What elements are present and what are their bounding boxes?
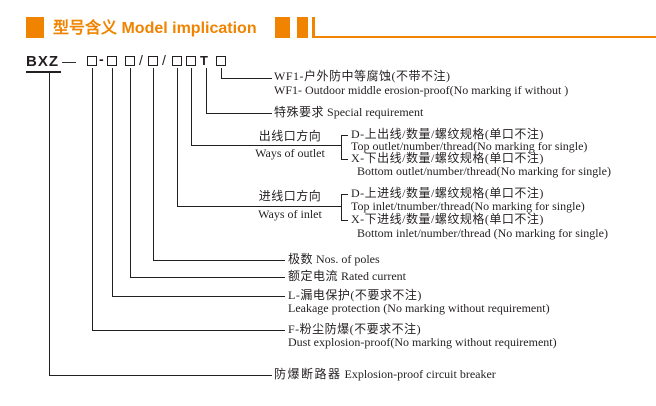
inlet-option-d-en: Top inlet/tnumber/thread(No marking for … xyxy=(351,199,585,213)
special-requirement-zh: 特殊要求 xyxy=(274,105,325,119)
leakage-label-zh: L-漏电保护(不要求不注) xyxy=(288,288,422,302)
model-slash-1: / xyxy=(139,52,143,68)
connector-wf1 xyxy=(221,68,272,79)
model-hyphen: - xyxy=(99,51,104,67)
page-title: 型号含义 Model implication xyxy=(53,14,257,38)
outlet-option-x-en: Bottom outlet/number/thread(No marking f… xyxy=(357,164,611,178)
header-accent-bar xyxy=(312,17,315,38)
model-slash-2: / xyxy=(162,52,166,68)
inlet-option-x-zh: X-下进线/数量/螺纹规格(单口不注) xyxy=(351,212,544,226)
inlet-label-zh: 进线口方向 xyxy=(258,189,322,203)
connector-special xyxy=(206,68,272,114)
rated-current-label: 额定电流 Rated current xyxy=(288,270,406,283)
wf1-label-zh: WF1-户外防中等腐蚀(不带不注) xyxy=(274,69,451,83)
outlet-label-en: Ways of outlet xyxy=(255,146,325,160)
header-accent-block-small xyxy=(297,17,308,38)
wf1-label-en: WF1- Outdoor middle erosion-proof(No mar… xyxy=(274,83,569,97)
inlet-option-x-en: Bottom inlet/number/thread (No marking f… xyxy=(357,226,608,240)
special-requirement-en: Special requirement xyxy=(327,105,424,119)
connector-outlet xyxy=(191,68,342,146)
connector-leakage xyxy=(112,68,285,297)
dust-label-en: Dust explosion-proof(No marking without … xyxy=(288,335,557,349)
rated-current-en: Rated current xyxy=(341,269,406,283)
breaker-zh: 防爆断路器 xyxy=(274,367,342,381)
model-t-marker: T xyxy=(200,53,208,68)
connector-dust xyxy=(92,68,285,331)
model-placeholder-box-4 xyxy=(148,56,158,66)
inlet-options-bracket xyxy=(341,194,348,221)
outlet-option-d-zh: D-上出线/数量/螺纹规格(单口不注) xyxy=(351,127,544,141)
outlet-options-bracket xyxy=(341,135,348,160)
model-placeholder-box-2 xyxy=(107,56,117,66)
model-placeholder-box-3 xyxy=(125,56,135,66)
leakage-label-en: Leakage protection (No marking without r… xyxy=(288,301,550,315)
dust-label-zh: F-粉尘防爆(不要求不注) xyxy=(288,322,422,336)
inlet-option-d-zh: D-上进线/数量/螺纹规格(单口不注) xyxy=(351,186,544,200)
model-dash: — xyxy=(62,53,76,69)
outlet-option-x-zh: X-下出线/数量/螺纹规格(单口不注) xyxy=(351,151,544,165)
special-requirement-label: 特殊要求 Special requirement xyxy=(274,106,423,119)
header-rule-line xyxy=(315,36,656,38)
page-title-zh: 型号含义 xyxy=(53,20,118,37)
connector-rated-current xyxy=(130,68,285,278)
inlet-label-en: Ways of inlet xyxy=(258,207,322,221)
connector-poles xyxy=(153,68,285,261)
model-placeholder-box-1 xyxy=(87,56,97,66)
title-bullet-square xyxy=(26,17,44,38)
header-accent-block-large xyxy=(275,17,290,38)
connector-breaker xyxy=(49,73,272,376)
poles-en: Nos. of poles xyxy=(316,252,380,266)
page-title-en: Model implication xyxy=(121,20,257,37)
model-placeholder-box-5 xyxy=(172,56,182,66)
connector-inlet xyxy=(177,68,342,207)
outlet-label-zh: 出线口方向 xyxy=(258,129,322,143)
breaker-en: Explosion-proof circuit breaker xyxy=(344,367,496,381)
model-placeholder-box-7 xyxy=(216,56,226,66)
poles-label: 极数 Nos. of poles xyxy=(288,253,380,266)
poles-zh: 极数 xyxy=(288,252,314,266)
breaker-label: 防爆断路器 Explosion-proof circuit breaker xyxy=(274,368,496,381)
outlet-option-d-en: Top outlet/number/thread(No marking for … xyxy=(351,139,588,153)
model-prefix: BXZ xyxy=(26,53,61,73)
model-placeholder-box-6 xyxy=(186,56,196,66)
rated-current-zh: 额定电流 xyxy=(288,269,339,283)
